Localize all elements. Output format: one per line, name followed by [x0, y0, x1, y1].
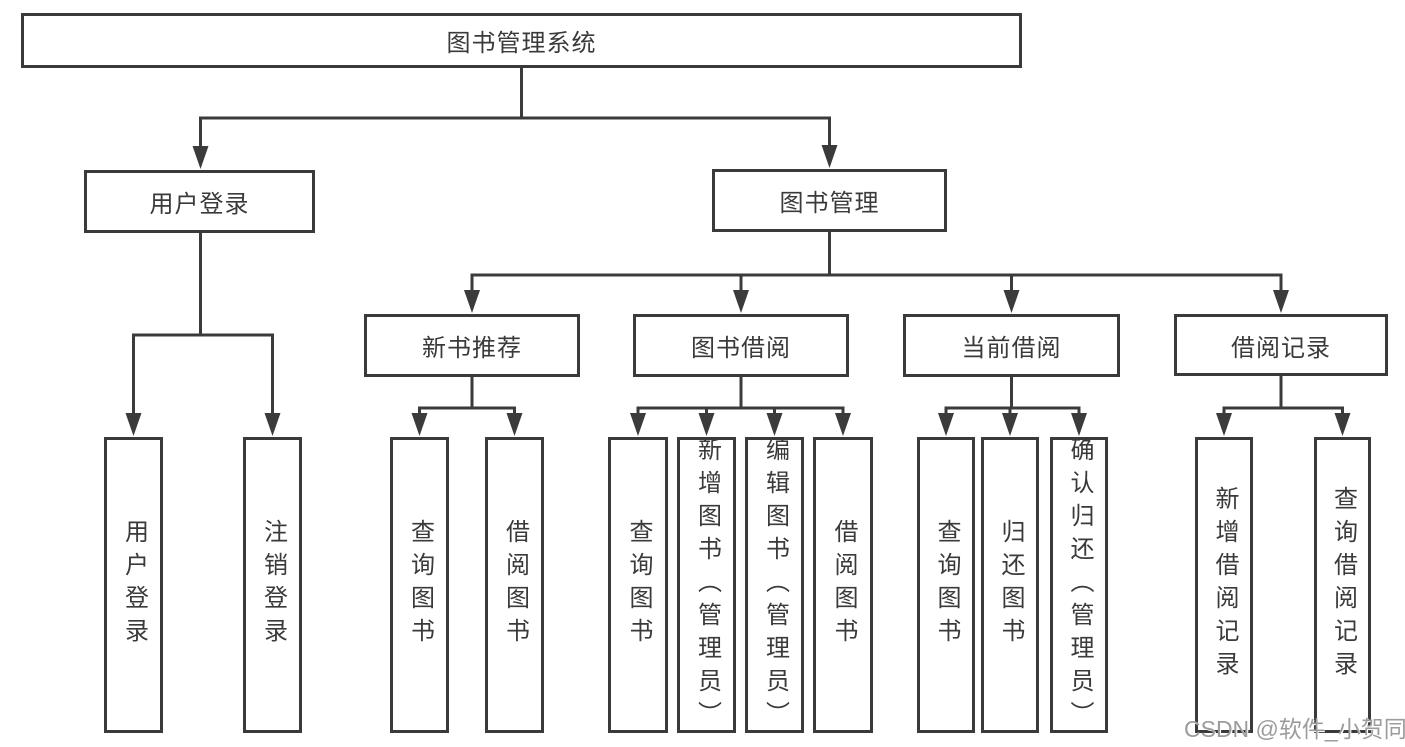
- leaf-borrow-book: 借阅图书: [813, 437, 873, 733]
- node-borrow-records: 借阅记录: [1174, 314, 1388, 376]
- leaf-query-book-current: 查询图书: [917, 437, 975, 733]
- node-borrow-records-label: 借阅记录: [1231, 334, 1331, 362]
- leaf-borrow-book-recommend: 借阅图书: [485, 437, 544, 733]
- leaf-query-borrow-record-label: 查询借阅记录: [1329, 486, 1357, 684]
- node-book-borrow: 图书借阅: [633, 314, 849, 377]
- connector-current-borrow-group: [938, 377, 1087, 436]
- connector-book-management-to-level3: [464, 232, 1289, 313]
- node-book-borrow-label: 图书借阅: [691, 335, 791, 362]
- node-new-book-recommend: 新书推荐: [364, 314, 580, 377]
- leaf-query-book-borrow-label: 查询图书: [625, 519, 652, 651]
- leaf-logout-label: 注销登录: [259, 519, 287, 651]
- leaf-add-borrow-record-label: 新增借阅记录: [1211, 486, 1238, 684]
- leaf-user-login: 用户登录: [104, 437, 163, 733]
- node-current-borrow: 当前借阅: [903, 314, 1120, 377]
- leaf-edit-book-admin-label: 编辑图书（管理员）: [761, 436, 789, 734]
- node-root-label: 图书管理系统: [446, 30, 597, 57]
- leaf-user-login-label: 用户登录: [120, 519, 148, 651]
- leaf-query-book-current-label: 查询图书: [933, 519, 960, 651]
- leaf-confirm-return-admin-label: 确认归还（管理员）: [1066, 436, 1093, 734]
- leaf-return-book: 归还图书: [981, 437, 1039, 733]
- node-user-login: 用户登录: [84, 170, 315, 233]
- connector-user-login-group: [125, 233, 281, 436]
- node-user-login-label: 用户登录: [149, 191, 250, 218]
- leaf-query-book-borrow: 查询图书: [608, 437, 668, 733]
- leaf-query-borrow-record: 查询借阅记录: [1314, 437, 1371, 733]
- node-book-management-label: 图书管理: [779, 190, 880, 217]
- connector-root-to-level2: [192, 68, 838, 169]
- connector-borrow-records-group: [1216, 376, 1351, 436]
- leaf-logout: 注销登录: [243, 437, 302, 733]
- leaf-query-book-recommend: 查询图书: [390, 437, 449, 733]
- leaf-borrow-book-recommend-label: 借阅图书: [501, 519, 529, 651]
- connector-new-book-recommend-group: [411, 377, 523, 436]
- node-new-book-recommend-label: 新书推荐: [422, 335, 522, 362]
- node-current-borrow-label: 当前借阅: [961, 335, 1062, 362]
- leaf-add-borrow-record: 新增借阅记录: [1195, 437, 1253, 733]
- leaf-return-book-label: 归还图书: [997, 519, 1024, 651]
- leaf-add-book-admin-label: 新增图书（管理员）: [693, 436, 721, 734]
- leaf-edit-book-admin: 编辑图书（管理员）: [745, 436, 804, 734]
- leaf-query-book-recommend-label: 查询图书: [406, 519, 434, 651]
- connector-book-borrow-group: [630, 377, 851, 436]
- node-root: 图书管理系统: [21, 13, 1022, 68]
- leaf-confirm-return-admin: 确认归还（管理员）: [1050, 436, 1108, 734]
- leaf-add-book-admin: 新增图书（管理员）: [677, 436, 736, 734]
- leaf-borrow-book-label: 借阅图书: [830, 519, 857, 651]
- node-book-management: 图书管理: [712, 169, 947, 232]
- csdn-watermark: CSDN @软件_小贺同学: [1184, 716, 1405, 742]
